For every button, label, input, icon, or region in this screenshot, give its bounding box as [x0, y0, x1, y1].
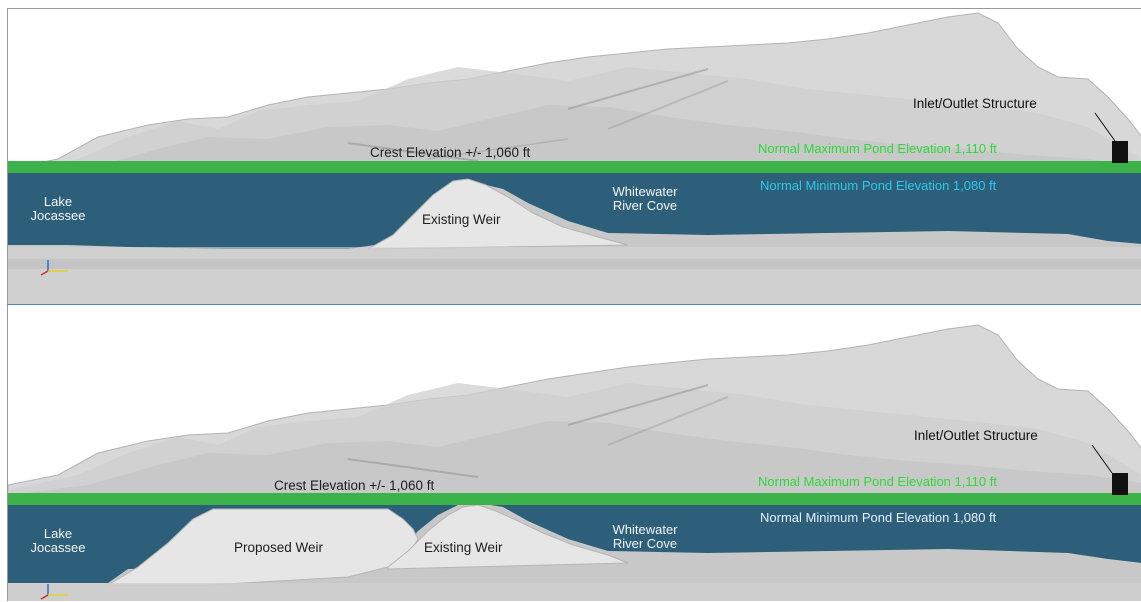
existing-weir-label: Existing Weir — [422, 212, 501, 227]
terrain-streak — [347, 458, 479, 478]
existing-weir-label: Existing Weir — [424, 540, 503, 555]
inlet-outlet-label: Inlet/Outlet Structure — [913, 96, 1037, 111]
axes-triad — [40, 260, 68, 276]
max-pond-band — [8, 161, 1141, 173]
max-pond-elevation-label: Normal Maximum Pond Elevation 1,110 ft — [758, 474, 997, 489]
lake-label-line1: Lake — [43, 526, 73, 541]
terrain-streak — [567, 384, 709, 426]
cove-label-line1: Whitewater — [612, 522, 678, 537]
reservoir-water — [8, 169, 1141, 249]
inlet-outlet-label: Inlet/Outlet Structure — [914, 428, 1038, 443]
min-pond-elevation-label: Normal Minimum Pond Elevation 1,080 ft — [760, 178, 997, 193]
cove-label-line1: Whitewater — [612, 184, 678, 199]
ground-base — [8, 247, 1141, 305]
terrain-section-drawing — [8, 12, 1141, 305]
terrain-streak — [607, 396, 729, 446]
max-pond-elevation-label: Normal Maximum Pond Elevation 1,110 ft — [758, 141, 997, 156]
terrain-section-drawing — [8, 324, 1141, 601]
whitewater-river-cove-label: Whitewater River Cove — [590, 184, 700, 214]
axes-triad — [40, 584, 68, 600]
inlet-leader-line — [1091, 444, 1113, 474]
lake-label-line2: Jocassee — [30, 540, 86, 556]
terrain-streak — [607, 80, 729, 130]
lake-label-line2: Jocassee — [30, 208, 86, 224]
cove-label-line2: River Cove — [612, 198, 678, 214]
min-pond-elevation-label: Normal Minimum Pond Elevation 1,080 ft — [760, 510, 997, 525]
inlet-outlet-structure — [1112, 473, 1128, 495]
proposed-conditions-panel: Crest Elevation +/- 1,060 ft Normal Maxi… — [7, 304, 1141, 601]
terrain-streak — [427, 138, 569, 160]
terrain-streak — [567, 68, 709, 110]
max-pond-band — [8, 493, 1141, 505]
lake-jocassee-label: Lake Jocassee — [18, 194, 98, 224]
existing-weir-mound — [387, 504, 629, 570]
lake-jocassee-label: Lake Jocassee — [18, 526, 98, 556]
existing-weir-mound — [367, 178, 629, 250]
proposed-weir-mound — [106, 508, 419, 586]
ground-base — [8, 583, 1141, 601]
inlet-leader-line — [1094, 112, 1116, 142]
inlet-outlet-structure — [1112, 141, 1128, 163]
ground-base-shadow — [8, 259, 1141, 269]
whitewater-river-cove-label: Whitewater River Cove — [590, 522, 700, 552]
lake-label-line1: Lake — [43, 194, 73, 209]
crest-elevation-label: Crest Elevation +/- 1,060 ft — [370, 145, 531, 160]
existing-conditions-panel: Crest Elevation +/- 1,060 ft Normal Maxi… — [7, 8, 1141, 305]
cove-label-line2: River Cove — [612, 536, 678, 552]
terrain-streak — [347, 142, 479, 162]
proposed-weir-label: Proposed Weir — [234, 540, 324, 555]
crest-elevation-label: Crest Elevation +/- 1,060 ft — [274, 478, 435, 493]
